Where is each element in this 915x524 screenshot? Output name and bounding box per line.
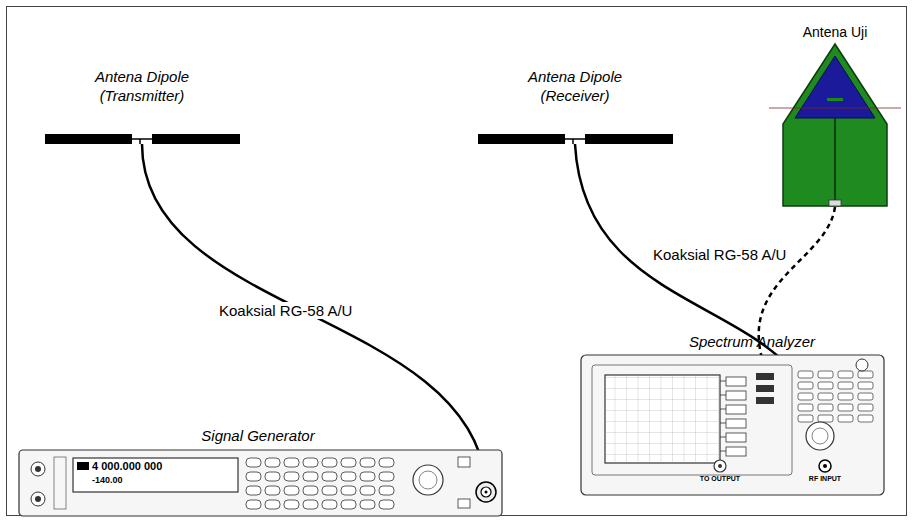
level-readout: -140.00 (92, 475, 237, 486)
port-label: RF INPUT (795, 475, 855, 484)
port-label: TO OUTPUT (688, 475, 752, 484)
spectrum-analyzer-panel (580, 333, 885, 498)
cable-label: Koaksial RG-58 A/U (216, 302, 355, 319)
dipole-antenna: Antena Dipole (Transmitter) (40, 64, 245, 146)
coax-cable (142, 144, 486, 481)
frequency-readout: 4 000.000 000 (92, 460, 237, 474)
antenna-label: Antena Uji (775, 24, 895, 42)
spectrum-analyzer: Spectrum Analyzer TO OUTPUT RF INPUT (580, 333, 885, 498)
test-antenna: Antena Uji (765, 26, 905, 210)
signal-generator: Signal Generator 4 000.000 000-140.00 (18, 425, 504, 517)
cable-label: Koaksial RG-58 A/U (650, 246, 789, 263)
test-antenna-shape (765, 26, 905, 210)
antenna-label: Antena Dipole (Transmitter) (77, 68, 207, 106)
instrument-label: Signal Generator (158, 427, 358, 446)
instrument-label: Spectrum Analyzer (652, 333, 852, 352)
antenna-label: Antena Dipole (Receiver) (510, 68, 640, 106)
dipole-antenna: Antena Dipole (Receiver) (473, 64, 678, 146)
